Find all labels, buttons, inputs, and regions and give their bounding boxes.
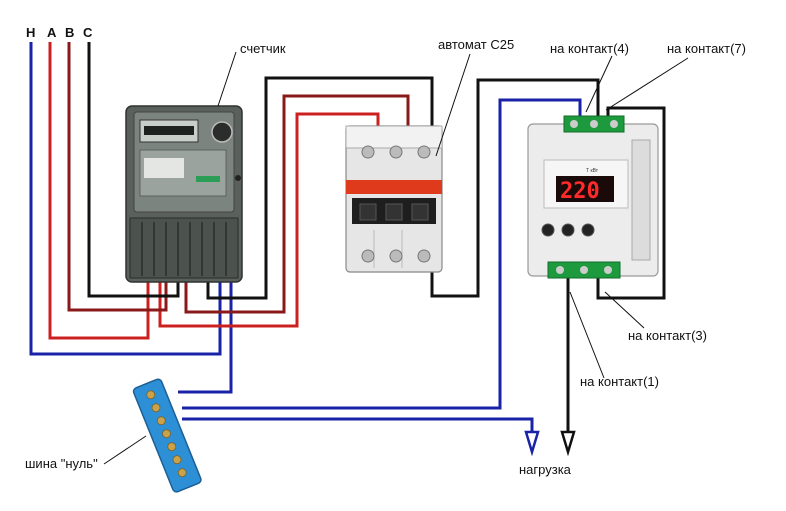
phase-label-b: В — [65, 25, 74, 40]
label-meter: счетчик — [240, 41, 286, 56]
relay-brand: Т кВт — [586, 168, 599, 174]
label-load: нагрузка — [519, 462, 572, 477]
circuit-breaker — [345, 125, 443, 273]
label-contact-1: на контакт(1) — [580, 374, 659, 389]
label-neutral-bus: шина "нуль" — [25, 456, 98, 471]
wire-relay-contact7 — [596, 106, 666, 300]
wire-phase-c-out — [206, 76, 434, 300]
electricity-meter — [125, 105, 243, 283]
label-contact-3: на контакт(3) — [628, 328, 707, 343]
wire-neutral-to-relay — [182, 98, 582, 410]
wire-neutral-in — [29, 42, 222, 356]
neutral-bus-bar — [132, 378, 202, 493]
wire-neutral-meter-to-bus — [178, 282, 233, 394]
label-breaker: автомат С25 — [438, 37, 514, 52]
wires — [29, 42, 666, 438]
relay-knob-2 — [561, 223, 575, 237]
wire-neutral-to-load — [182, 417, 534, 438]
relay-knob-3 — [581, 223, 595, 237]
voltage-relay: 220 Т кВт — [527, 115, 659, 279]
load-arrow-neutral — [524, 430, 540, 457]
relay-knob-1 — [541, 223, 555, 237]
label-contact-7: на контакт(7) — [667, 41, 746, 56]
phase-label-n: Н — [26, 25, 35, 40]
load-arrows — [524, 430, 576, 457]
leader-lines — [103, 51, 689, 465]
wire-phase-c — [87, 42, 180, 298]
relay-display: 220 — [560, 179, 600, 204]
phase-label-a: А — [47, 25, 57, 40]
wire-phase-a-out — [158, 112, 380, 328]
wire-phase-b-out — [184, 94, 410, 314]
label-contact-4: на контакт(4) — [550, 41, 629, 56]
phase-label-c: С — [83, 25, 93, 40]
load-arrow-phase — [560, 430, 576, 457]
